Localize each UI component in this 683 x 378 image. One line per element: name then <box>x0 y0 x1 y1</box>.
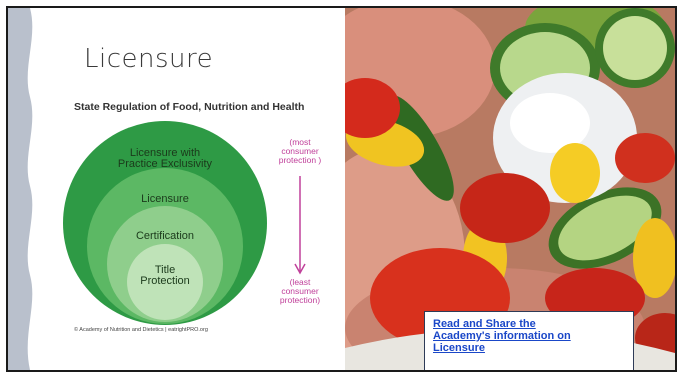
ring-label-practice-exclusivity: Licensure with Practice Exclusivity <box>117 147 213 170</box>
protection-scale: (most consumer protection ) (least consu… <box>270 138 330 318</box>
nested-circles <box>63 121 267 325</box>
scale-bottom-label: (least consumer protection) <box>279 277 321 305</box>
down-arrow-icon <box>294 176 306 275</box>
ring-title-protection <box>127 244 203 320</box>
scale-top-label: (most consumer protection ) <box>278 137 322 165</box>
ring-label-title-protection: Title Protection <box>140 264 190 287</box>
slide-title: Licensure <box>84 44 214 74</box>
decorative-wave <box>8 8 33 370</box>
copyright-text: © Academy of Nutrition and Dietetics | e… <box>74 327 208 333</box>
slide-subtitle: State Regulation of Food, Nutrition and … <box>74 101 305 113</box>
licensure-info-link[interactable]: Read and Share the Academy's information… <box>433 318 571 354</box>
ring-label-certification: Certification <box>135 230 195 242</box>
left-panel: Licensure State Regulation of Food, Nutr… <box>8 8 345 370</box>
slide: Licensure State Regulation of Food, Nutr… <box>6 6 677 372</box>
ring-label-licensure: Licensure <box>141 193 189 205</box>
licensure-info-link-box[interactable]: Read and Share the Academy's information… <box>424 311 634 370</box>
regulation-diagram: Licensure with Practice Exclusivity Lice… <box>60 118 270 333</box>
